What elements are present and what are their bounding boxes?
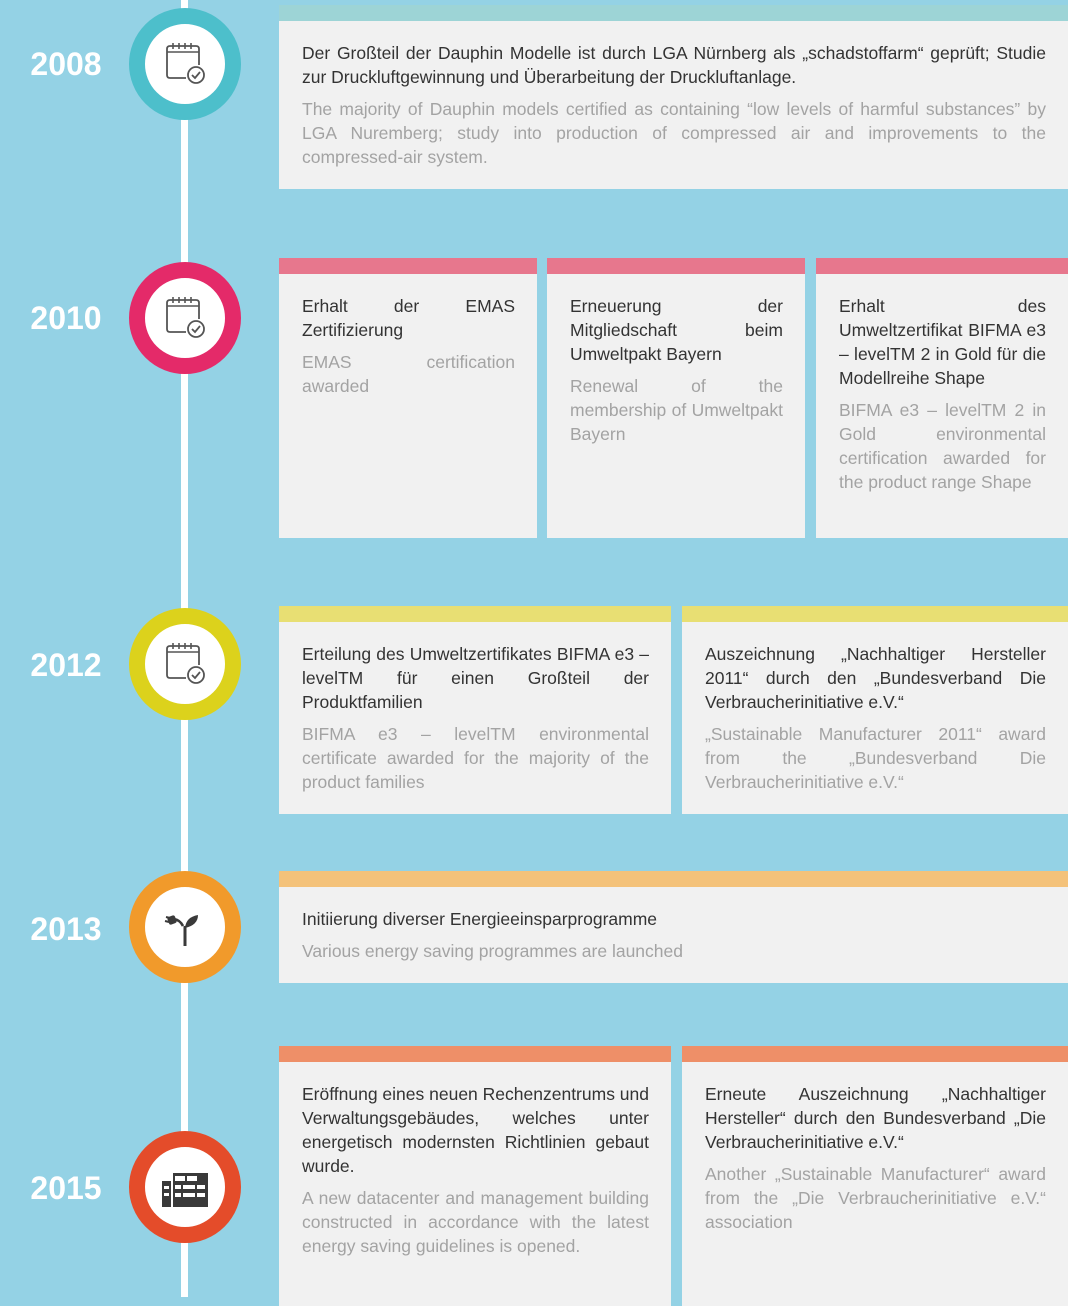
year-marker-2010 (129, 262, 241, 374)
entry-text-de: Der Großteil der Dauphin Modelle ist dur… (302, 43, 1046, 87)
entry-text-de: Auszeichnung „Nachhaltiger Hersteller 20… (705, 644, 1046, 712)
calendar-check-icon (166, 43, 205, 84)
entry-text-de: Eröffnung eines neuen Rechenzentrums und… (302, 1084, 650, 1176)
card-color-bar (279, 5, 1068, 21)
card-color-bar (816, 258, 1068, 274)
entry-text-de: Erneuerung der Mitgliedschaft beim Umwel… (570, 296, 783, 364)
entry-text-en: BIFMA e3 – levelTM environmental certifi… (302, 724, 649, 792)
year-label-2012: 2012 (30, 647, 102, 683)
entry-card-2010-1: Erhalt der EMAS Zertifizierung EMAS cert… (279, 258, 537, 538)
entry-card-2010-3: Erhalt des Umweltzertifikat BIFMA e3 – l… (816, 258, 1068, 538)
card-color-bar (279, 606, 671, 622)
entry-card-2013: Initiierung diverser Energieeinsparprogr… (279, 871, 1068, 983)
year-label-2008: 2008 (30, 46, 102, 82)
entry-text-en: „Sustainable Manufacturer 2011“ award fr… (705, 724, 1046, 792)
entry-card-2015-1: Eröffnung eines neuen Rechenzentrums und… (279, 1046, 671, 1306)
calendar-check-icon (166, 297, 205, 338)
card-color-bar (547, 258, 805, 274)
calendar-check-icon (166, 643, 205, 684)
year-marker-2012 (129, 608, 241, 720)
entry-text-de: Initiierung diverser Energieeinsparprogr… (302, 909, 658, 929)
entry-text-de: Erteilung des Umweltzertifikates BIFMA e… (302, 644, 649, 712)
card-color-bar (682, 606, 1068, 622)
entry-text-en: EMAS certification awarded (302, 352, 515, 396)
card-color-bar (279, 1046, 671, 1062)
entry-text-de: Erhalt der EMAS Zertifizierung (302, 296, 515, 340)
entry-text-en: Various energy saving programmes are lau… (302, 941, 683, 961)
entry-text-en: BIFMA e3 – levelTM 2 in Gold environment… (839, 400, 1046, 492)
year-marker-2008 (129, 8, 241, 120)
entry-text-en: Another „Sustainable Manufacturer“ award… (705, 1164, 1046, 1232)
entry-text-en: Renewal of the membership of Umweltpakt … (570, 376, 783, 444)
card-color-bar (682, 1046, 1068, 1062)
year-marker-2013 (129, 871, 241, 983)
building-icon (162, 1173, 208, 1207)
entry-text-de: Erhalt des Umweltzertifikat BIFMA e3 – l… (839, 296, 1046, 388)
entry-card-2015-2: Erneute Auszeichnung „Nachhaltiger Herst… (682, 1046, 1068, 1306)
year-label-2010: 2010 (30, 300, 102, 336)
year-label-2015: 2015 (30, 1170, 102, 1206)
card-color-bar (279, 871, 1068, 887)
entry-card-2010-2: Erneuerung der Mitgliedschaft beim Umwel… (547, 258, 805, 538)
entry-text-de: Erneute Auszeichnung „Nachhaltiger Herst… (705, 1084, 1046, 1152)
plug-sprout-icon (164, 915, 198, 946)
entry-text-en: A new datacenter and management building… (302, 1188, 649, 1256)
card-color-bar (279, 258, 537, 274)
entry-card-2008: Der Großteil der Dauphin Modelle ist dur… (279, 5, 1068, 189)
entry-card-2012-2: Auszeichnung „Nachhaltiger Hersteller 20… (682, 606, 1068, 814)
year-label-2013: 2013 (30, 911, 102, 947)
entry-card-2012-1: Erteilung des Umweltzertifikates BIFMA e… (279, 606, 671, 814)
entry-text-en: The majority of Dauphin models certified… (302, 99, 1046, 167)
year-marker-2015 (129, 1131, 241, 1243)
